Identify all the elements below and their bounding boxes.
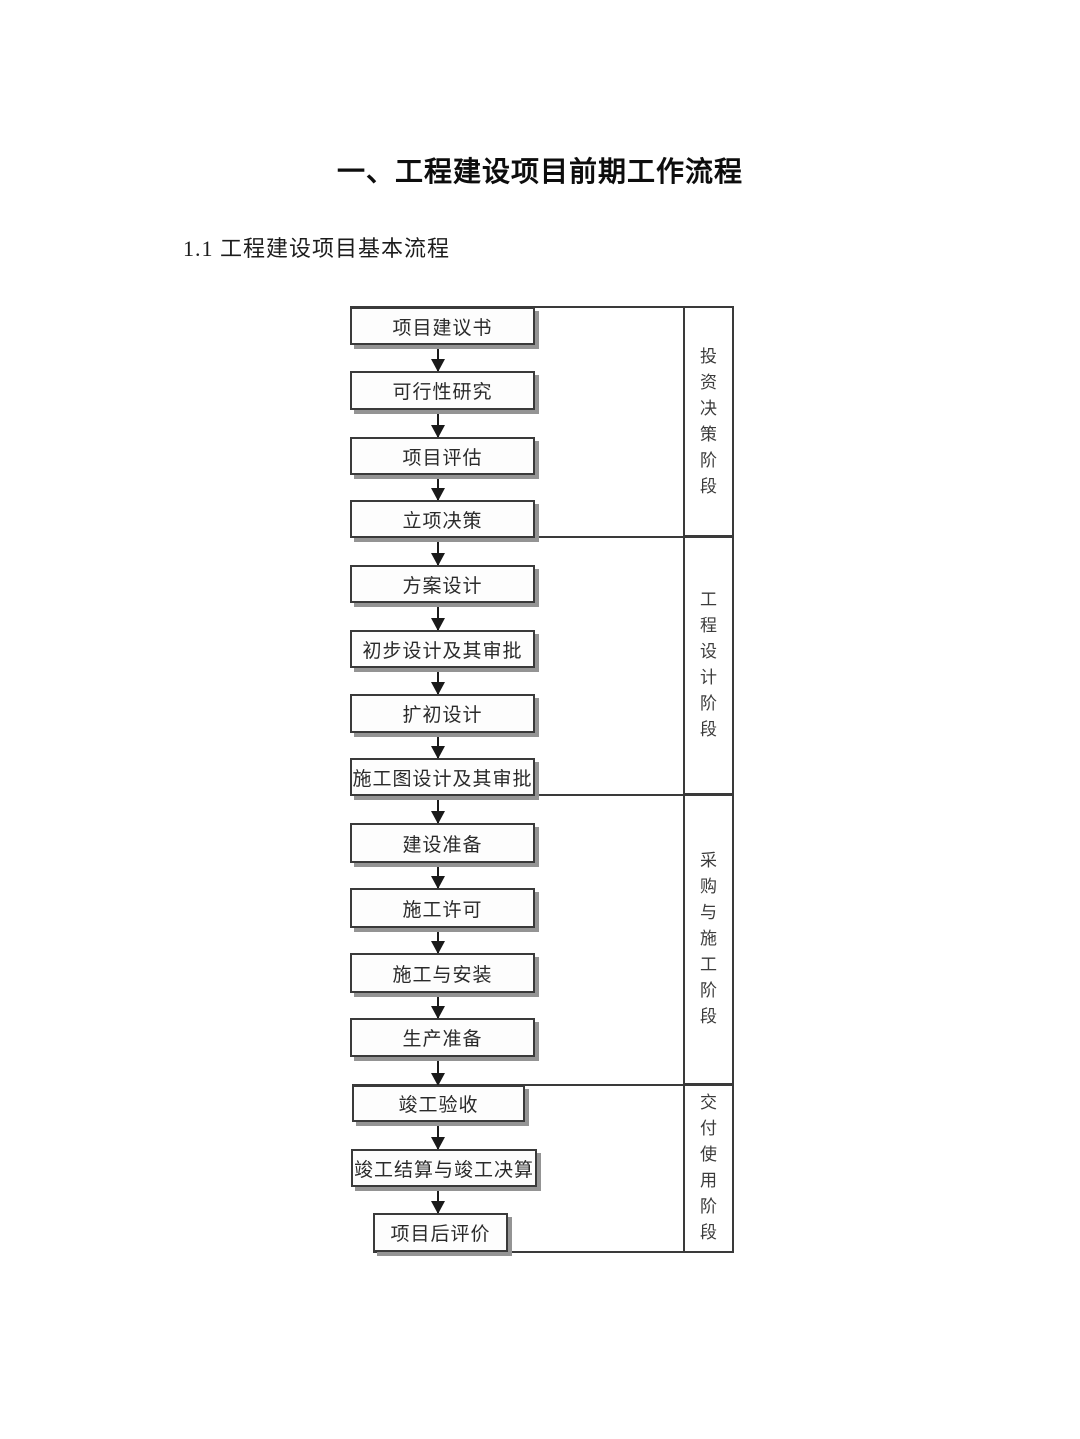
flow-step-preliminary-design-approval: 初步设计及其审批 [350,630,535,668]
flow-step-label: 施工与安装 [392,964,493,986]
down-arrow-icon [431,668,445,695]
down-arrow-icon [431,863,445,889]
stage-label: 交付使用阶段 [700,1093,717,1242]
down-arrow-icon [431,538,445,566]
flow-step-feasibility-study: 可行性研究 [350,371,535,410]
flow-step-production-preparation: 生产准备 [350,1018,535,1057]
flow-step-label: 生产准备 [402,1029,483,1050]
stage-label: 采购与施工阶段 [700,851,717,1026]
down-arrow-icon [431,928,445,954]
flow-step-label: 项目后评价 [390,1224,491,1245]
page-title: 一、工程建设项目前期工作流程 [336,156,743,187]
connector-line-stage3-end [352,1084,734,1086]
section-heading: 1.1 工程建设项目基本流程 [183,236,451,261]
stage-engineering-design: 工程设计阶段 [685,537,732,795]
flow-step-completion-acceptance: 竣工验收 [352,1085,525,1122]
flow-step-label: 竣工结算与竣工决算 [353,1159,534,1181]
flow-step-approval-decision: 立项决策 [350,500,535,538]
flow-step-extended-preliminary-design: 扩初设计 [350,694,535,733]
stage-label: 投资决策阶段 [700,346,717,496]
down-arrow-icon [431,410,445,438]
flow-step-label: 立项决策 [402,510,483,532]
flow-step-label: 方案设计 [402,575,483,597]
down-arrow-icon [431,1187,445,1214]
flow-step-project-evaluation: 项目评估 [350,437,535,475]
flow-step-construction-permit: 施工许可 [350,888,535,928]
connector-line-stage2-end [352,794,734,796]
flow-step-post-project-evaluation: 项目后评价 [373,1213,508,1252]
stage-label: 工程设计阶段 [700,590,717,739]
flow-step-label: 项目建议书 [392,317,493,339]
flow-step-construction-preparation: 建设准备 [350,823,535,863]
flow-step-project-proposal: 项目建议书 [350,307,535,345]
flow-step-construction-drawing-approval: 施工图设计及其审批 [350,758,535,796]
down-arrow-icon [431,603,445,631]
flow-step-label: 可行性研究 [392,382,493,403]
stage-delivery-use: 交付使用阶段 [685,1085,732,1251]
connector-line-top [350,306,734,308]
flow-step-label: 扩初设计 [402,705,483,726]
connector-line-bottom [373,1251,734,1253]
stage-column: 投资决策阶段 工程设计阶段 采购与施工阶段 交付使用阶段 [683,306,734,1253]
flow-step-label: 建设准备 [402,834,483,856]
flow-step-label: 施工图设计及其审批 [352,768,533,790]
connector-line-stage1-end [352,536,734,538]
flow-step-label: 项目评估 [402,447,483,469]
down-arrow-icon [431,1122,445,1150]
flow-step-label: 初步设计及其审批 [362,640,523,662]
down-arrow-icon [431,993,445,1019]
down-arrow-icon [431,796,445,824]
flow-step-construction-installation: 施工与安装 [350,953,535,993]
flow-step-completion-settlement: 竣工结算与竣工决算 [351,1149,537,1187]
down-arrow-icon [431,733,445,759]
down-arrow-icon [431,1057,445,1086]
flow-step-label: 竣工验收 [398,1095,479,1116]
flow-step-label: 施工许可 [402,899,483,921]
flow-step-scheme-design: 方案设计 [350,565,535,603]
down-arrow-icon [431,475,445,501]
down-arrow-icon [431,345,445,372]
stage-investment-decision: 投资决策阶段 [685,308,732,537]
stage-procurement-construction: 采购与施工阶段 [685,795,732,1085]
